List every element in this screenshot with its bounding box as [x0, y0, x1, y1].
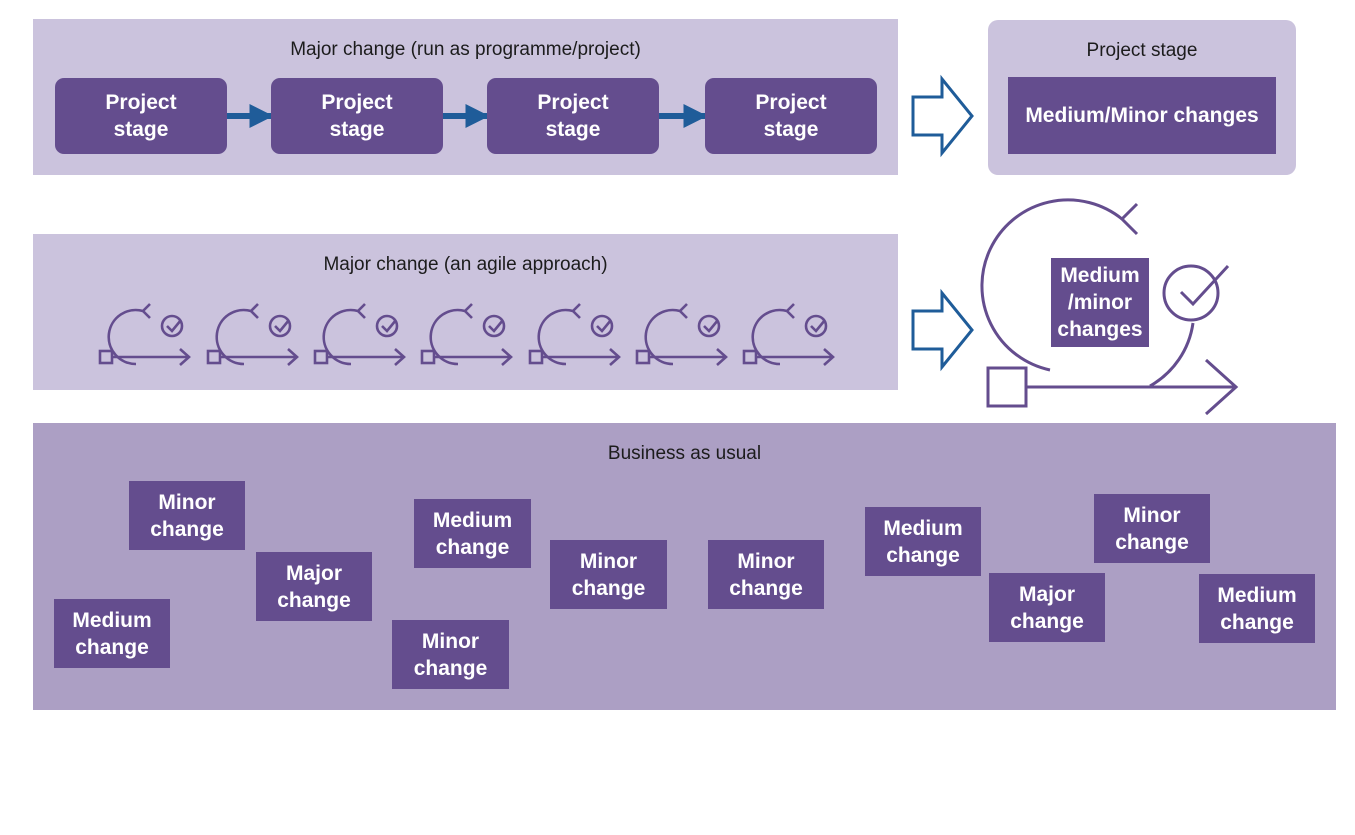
project-panel: Major change (run as programme/project) …	[33, 19, 898, 175]
bau-change-box: Minor change	[129, 481, 245, 550]
bau-change-box: Minor change	[392, 620, 509, 689]
agile-panel-title: Major change (an agile approach)	[323, 254, 608, 275]
agile-panel: Major change (an agile approach)	[33, 234, 898, 390]
project-stage-panel-title: Project stage	[1086, 40, 1198, 61]
bau-change-box: Medium change	[414, 499, 531, 568]
bau-change-box: Medium change	[54, 599, 170, 668]
bau-change-box: Minor change	[550, 540, 667, 609]
bau-change-box: Minor change	[708, 540, 824, 609]
project-stage-box: Project stage	[705, 78, 877, 154]
project-stage-panel: Project stage Medium/Minor changes	[988, 20, 1296, 175]
hollow-right-arrow-icon	[911, 288, 974, 372]
bau-change-box: Minor change	[1094, 494, 1210, 563]
project-stage-box: Project stage	[55, 78, 227, 154]
project-panel-title: Major change (run as programme/project)	[290, 39, 641, 60]
bau-change-box: Major change	[256, 552, 372, 621]
project-stage-box: Project stage	[271, 78, 443, 154]
hollow-right-arrow-icon	[911, 74, 974, 158]
bau-panel: Business as usual Minor change Medium ch…	[33, 423, 1336, 710]
bau-change-box: Medium change	[865, 507, 981, 576]
bau-panel-title: Business as usual	[607, 443, 762, 464]
bau-change-box: Major change	[989, 573, 1105, 642]
bau-change-box: Medium change	[1199, 574, 1315, 643]
agile-cycle-changes-box: Medium /minor changes	[1051, 258, 1149, 347]
project-stage-box: Project stage	[487, 78, 659, 154]
medium-minor-changes-box: Medium/Minor changes	[1008, 77, 1276, 154]
stage-connectors	[227, 104, 708, 128]
